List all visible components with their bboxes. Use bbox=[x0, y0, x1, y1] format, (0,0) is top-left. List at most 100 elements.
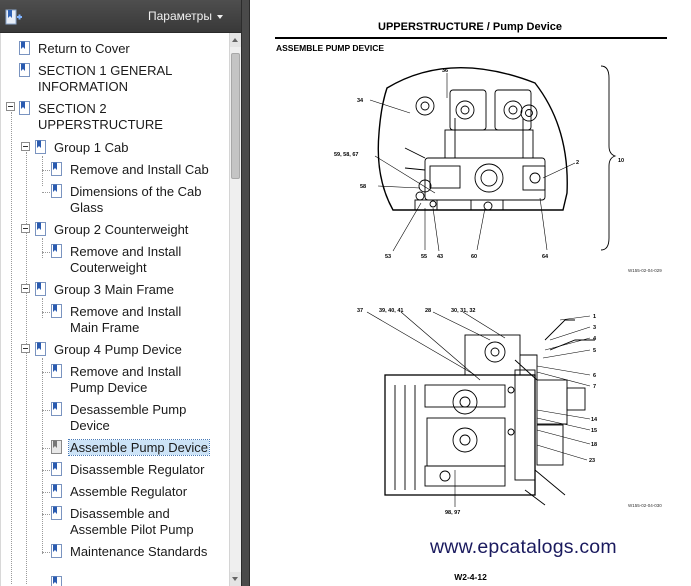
bookmark-icon bbox=[51, 402, 62, 416]
tree-connector bbox=[26, 152, 27, 584]
tree-connector bbox=[42, 470, 50, 471]
bookmark-icon bbox=[51, 162, 62, 176]
bookmark-desassemble-pump[interactable]: Desassemble Pump Device bbox=[70, 402, 187, 433]
bookmark-pilot-pump[interactable]: Disassemble and Assemble Pilot Pump bbox=[70, 506, 194, 537]
bookmark-remove-install-counterweight[interactable]: Remove and Install Couterweight bbox=[70, 244, 182, 275]
callout-label: 55 bbox=[421, 254, 427, 260]
tree-connector bbox=[42, 358, 43, 554]
bookmarks-pane: Параметры Return to Cover SECTION 1 GENE… bbox=[0, 0, 241, 586]
bookmark-group-1-cab[interactable]: Group 1 Cab bbox=[54, 140, 129, 155]
pump-side-view-figure: 37 39, 40, 41 28 30, 31, 32 1 3 4 5 6 7 … bbox=[357, 308, 598, 516]
document-page: UPPERSTRUCTURE / Pump Device ASSEMBLE PU… bbox=[250, 0, 691, 586]
bookmark-icon bbox=[35, 222, 46, 236]
collapse-toggle[interactable] bbox=[21, 344, 30, 353]
section-title: ASSEMBLE PUMP DEVICE bbox=[276, 43, 385, 53]
bookmark-disassemble-regulator[interactable]: Disassemble Regulator bbox=[70, 462, 205, 477]
callout-label: 1 bbox=[593, 314, 596, 320]
bookmark-remove-install-cab[interactable]: Remove and Install Cab bbox=[70, 162, 209, 177]
new-bookmark-icon[interactable] bbox=[5, 9, 23, 25]
callout-label: 15 bbox=[591, 428, 597, 434]
bookmark-icon bbox=[35, 140, 46, 154]
bookmark-section-2[interactable]: SECTION 2 UPPERSTRUCTURE bbox=[38, 101, 163, 132]
callout-label: 4 bbox=[593, 336, 597, 342]
bookmark-return-to-cover[interactable]: Return to Cover bbox=[38, 41, 130, 56]
bookmark-icon bbox=[51, 544, 62, 558]
bookmark-icon bbox=[51, 304, 62, 318]
watermark-url: www.epcatalogs.com bbox=[430, 536, 617, 558]
tree-connector bbox=[42, 448, 50, 449]
bookmark-icon bbox=[51, 364, 62, 378]
scroll-up-icon[interactable] bbox=[230, 33, 241, 47]
callout-label: 28 bbox=[425, 308, 431, 314]
bookmark-section-1[interactable]: SECTION 1 GENERAL INFORMATION bbox=[38, 63, 172, 94]
callout-label: 7 bbox=[593, 384, 596, 390]
collapse-toggle[interactable] bbox=[6, 102, 15, 111]
callout-label: 5 bbox=[593, 348, 596, 354]
pane-splitter[interactable] bbox=[241, 0, 250, 586]
callout-label: 14 bbox=[591, 417, 598, 423]
bookmarks-scrollbar[interactable] bbox=[229, 33, 241, 586]
callout-label: 10 bbox=[618, 158, 624, 164]
tree-connector bbox=[42, 156, 43, 186]
tree-connector bbox=[42, 552, 50, 553]
tree-connector bbox=[42, 514, 50, 515]
tree-connector bbox=[11, 112, 12, 584]
tree-connector bbox=[42, 372, 50, 373]
bookmark-maintenance-standards[interactable]: Maintenance Standards bbox=[70, 544, 208, 559]
callout-label: 23 bbox=[589, 458, 595, 464]
tree-connector bbox=[42, 238, 43, 258]
callout-label: 37 bbox=[357, 308, 363, 314]
chevron-down-icon bbox=[216, 14, 223, 19]
figure-code: W155-02-04-030 bbox=[628, 503, 662, 508]
bookmark-icon bbox=[51, 576, 62, 586]
callout-label: 60 bbox=[471, 254, 477, 260]
bookmark-icon bbox=[51, 244, 62, 258]
header-rule bbox=[275, 37, 667, 39]
bookmark-icon bbox=[19, 41, 30, 55]
bookmark-group-2-counterweight[interactable]: Group 2 Counterweight bbox=[54, 222, 189, 237]
collapse-toggle[interactable] bbox=[21, 284, 30, 293]
callout-label: 6 bbox=[593, 373, 596, 379]
tree-connector bbox=[42, 492, 50, 493]
options-label: Параметры bbox=[148, 9, 212, 23]
bookmark-group-3-main-frame[interactable]: Group 3 Main Frame bbox=[54, 282, 174, 297]
pump-front-view-figure: 36 34 59, 58, 67 58 53 55 43 60 64 2 10 bbox=[334, 65, 624, 260]
bookmark-icon bbox=[51, 462, 62, 476]
page-number: W2-4-12 bbox=[454, 572, 487, 582]
tree-connector bbox=[42, 312, 50, 313]
bookmark-icon bbox=[51, 506, 62, 520]
tree-connector bbox=[42, 410, 50, 411]
scroll-down-icon[interactable] bbox=[230, 572, 241, 586]
collapse-toggle[interactable] bbox=[21, 224, 30, 233]
bookmark-group-4-pump-device[interactable]: Group 4 Pump Device bbox=[54, 342, 182, 357]
bookmark-icon bbox=[35, 282, 46, 296]
callout-label: 39, 40, 41 bbox=[379, 308, 403, 314]
bookmark-remove-install-main-frame[interactable]: Remove and Install Main Frame bbox=[70, 304, 182, 335]
figure-code: W155-02-04-029 bbox=[628, 268, 662, 273]
callout-label: 30, 31, 32 bbox=[451, 308, 475, 314]
callout-label: 36 bbox=[442, 68, 448, 74]
callout-label: 34 bbox=[357, 98, 364, 104]
callout-label: 43 bbox=[437, 254, 443, 260]
tree-connector bbox=[42, 252, 50, 253]
tree-connector bbox=[42, 170, 50, 171]
callout-label: 3 bbox=[593, 325, 596, 331]
bookmark-icon bbox=[51, 184, 62, 198]
bookmark-assemble-pump[interactable]: Assemble Pump Device bbox=[68, 439, 210, 456]
scrollbar-thumb[interactable] bbox=[231, 53, 240, 179]
collapse-toggle[interactable] bbox=[21, 142, 30, 151]
bookmark-assemble-regulator[interactable]: Assemble Regulator bbox=[70, 484, 188, 499]
page-header: UPPERSTRUCTURE / Pump Device bbox=[378, 21, 562, 33]
bookmark-icon bbox=[19, 101, 30, 115]
callout-label: 98, 97 bbox=[445, 510, 460, 516]
callout-label: 59, 58, 67 bbox=[334, 152, 358, 158]
bookmark-dimensions-cab-glass[interactable]: Dimensions of the Cab Glass bbox=[70, 184, 202, 215]
bookmark-tree: Return to Cover SECTION 1 GENERAL INFORM… bbox=[0, 33, 229, 586]
callout-label: 53 bbox=[385, 254, 391, 260]
bookmark-remove-install-pump[interactable]: Remove and Install Pump Device bbox=[70, 364, 182, 395]
callout-label: 18 bbox=[591, 442, 597, 448]
tree-connector bbox=[42, 298, 43, 318]
callout-label: 58 bbox=[360, 184, 366, 190]
options-dropdown[interactable]: Параметры bbox=[148, 9, 223, 23]
bookmark-icon bbox=[19, 63, 30, 77]
